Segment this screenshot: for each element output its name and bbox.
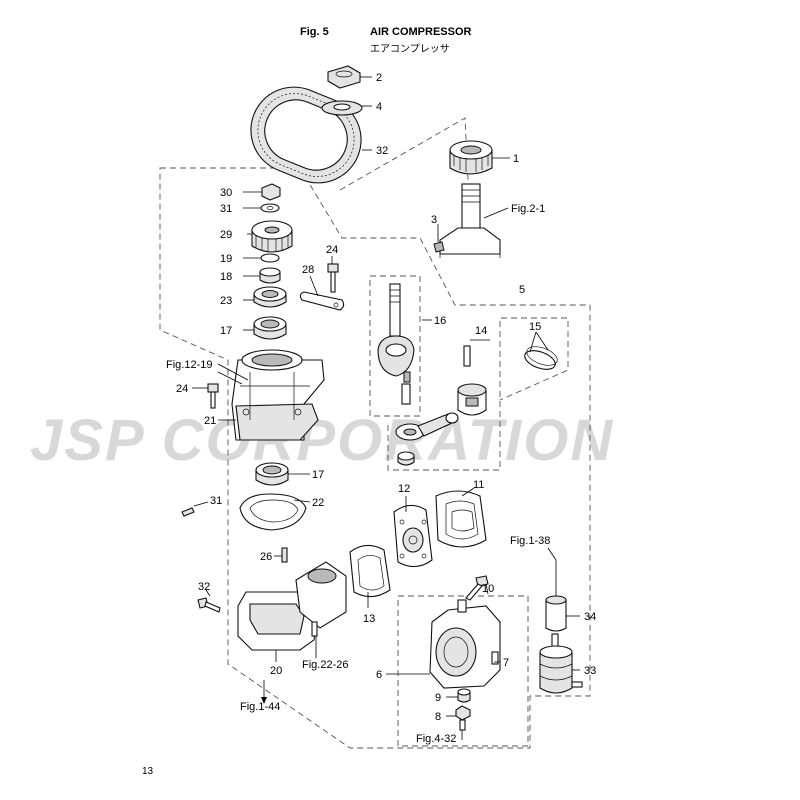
callout-14: 14 — [475, 325, 487, 337]
bolt-24-lower — [207, 383, 219, 409]
callout-7: 7 — [503, 657, 509, 669]
callout-9: 9 — [435, 692, 441, 704]
callout-17-lower: 17 — [312, 469, 324, 481]
sleeve-34 — [545, 595, 567, 632]
callout-labels: 2 4 32 1 3 Fig.2-1 5 30 31 29 19 18 23 1… — [166, 72, 596, 745]
figure-number: Fig. 5 — [300, 26, 329, 38]
valve-9 — [457, 688, 471, 703]
callout-24-upper: 24 — [326, 244, 338, 256]
callout-32: 32 — [376, 145, 388, 157]
bolt-24-upper — [327, 263, 339, 293]
bearing-17-upper — [253, 316, 287, 340]
figure-title-japanese: エアコンプレッサ — [370, 44, 450, 55]
leader-lines — [192, 76, 580, 740]
piston-pin — [463, 345, 471, 367]
gasket-13 — [349, 544, 391, 598]
washer — [321, 100, 363, 116]
callout-31: 31 — [210, 495, 222, 507]
bracket-26 — [299, 291, 345, 311]
watermark-text: JSP CORPORATION — [30, 408, 614, 473]
callout-17-upper: 17 — [220, 325, 232, 337]
callout-16: 16 — [434, 315, 446, 327]
cylinder-housing — [231, 349, 325, 441]
crankshaft-boundary — [369, 275, 421, 417]
callout-18: 18 — [220, 271, 232, 283]
callout-15: 15 — [529, 321, 541, 333]
callout-29: 31 — [220, 203, 232, 215]
callout-34: 34 — [584, 611, 596, 623]
ref-fig-4-32: Fig.4-32 — [416, 733, 456, 745]
callout-5: 5 — [519, 284, 525, 296]
nut — [327, 65, 361, 89]
page-number: 13 — [142, 766, 154, 777]
callout-23: 23 — [220, 295, 232, 307]
bolt-30 — [197, 597, 221, 613]
assembly-boundary — [159, 167, 591, 749]
callout-21: 21 — [204, 415, 216, 427]
crankcase — [237, 561, 347, 651]
cylinder-head — [429, 599, 501, 689]
woodruff-key — [433, 241, 445, 253]
callout-2: 2 — [376, 72, 382, 84]
compressor-pulley — [251, 220, 293, 253]
crankshaft — [377, 283, 415, 383]
callout-20: 20 — [270, 665, 282, 677]
callout-26: 28 — [302, 264, 314, 276]
callout-33: 33 — [584, 665, 596, 677]
filter-33 — [539, 633, 583, 694]
ref-fig-12-19: Fig.12-19 — [166, 359, 212, 371]
pin-25 — [281, 547, 288, 563]
cover-boundary — [397, 595, 529, 747]
figure-title: AIR COMPRESSOR — [370, 26, 472, 38]
callout-28: 30 — [220, 187, 232, 199]
timing-belt — [250, 86, 362, 184]
ref-fig-1-38: Fig.1-38 — [510, 535, 550, 547]
engine-shaft — [439, 183, 501, 258]
o-ring-19 — [260, 253, 280, 263]
fitting-8 — [455, 705, 471, 731]
valve-plate-11 — [435, 490, 487, 548]
gasket-22 — [239, 493, 307, 531]
callout-12: 12 — [398, 483, 410, 495]
callout-8: 8 — [435, 711, 441, 723]
connecting-rod — [395, 412, 459, 441]
callout-13: 13 — [363, 613, 375, 625]
piston-boundary — [387, 317, 569, 471]
drive-pulley — [449, 140, 493, 175]
callout-22: 22 — [312, 497, 324, 509]
callout-27: 29 — [220, 229, 232, 241]
needle-bearing — [397, 451, 415, 466]
callout-4: 4 — [376, 101, 382, 113]
spacer-18 — [259, 267, 281, 284]
piston-rings — [524, 346, 558, 370]
crank-pin — [401, 383, 411, 405]
oil-seal-23 — [253, 286, 287, 308]
washer-29 — [260, 203, 280, 213]
callout-24-lower: 24 — [176, 383, 188, 395]
callout-10: 10 — [482, 583, 494, 595]
ref-fig-22-26: Fig.22-26 — [302, 659, 348, 671]
callout-6: 6 — [376, 669, 382, 681]
ref-fig-2-1: Fig.2-1 — [511, 203, 545, 215]
callout-1: 1 — [513, 153, 519, 165]
nut-28 — [261, 183, 281, 201]
callout-11: 11 — [473, 479, 484, 491]
bolt-10 — [465, 575, 489, 601]
valve-plate-12 — [393, 504, 433, 568]
callout-30: 32 — [198, 581, 210, 593]
bearing-17-lower — [255, 462, 289, 486]
callout-19: 19 — [220, 253, 232, 265]
callout-25: 26 — [260, 551, 272, 563]
pin-31 — [181, 507, 195, 517]
ref-fig-1-44: Fig.1-44 — [240, 701, 280, 713]
callout-3: 3 — [431, 214, 437, 226]
piston — [457, 383, 487, 416]
